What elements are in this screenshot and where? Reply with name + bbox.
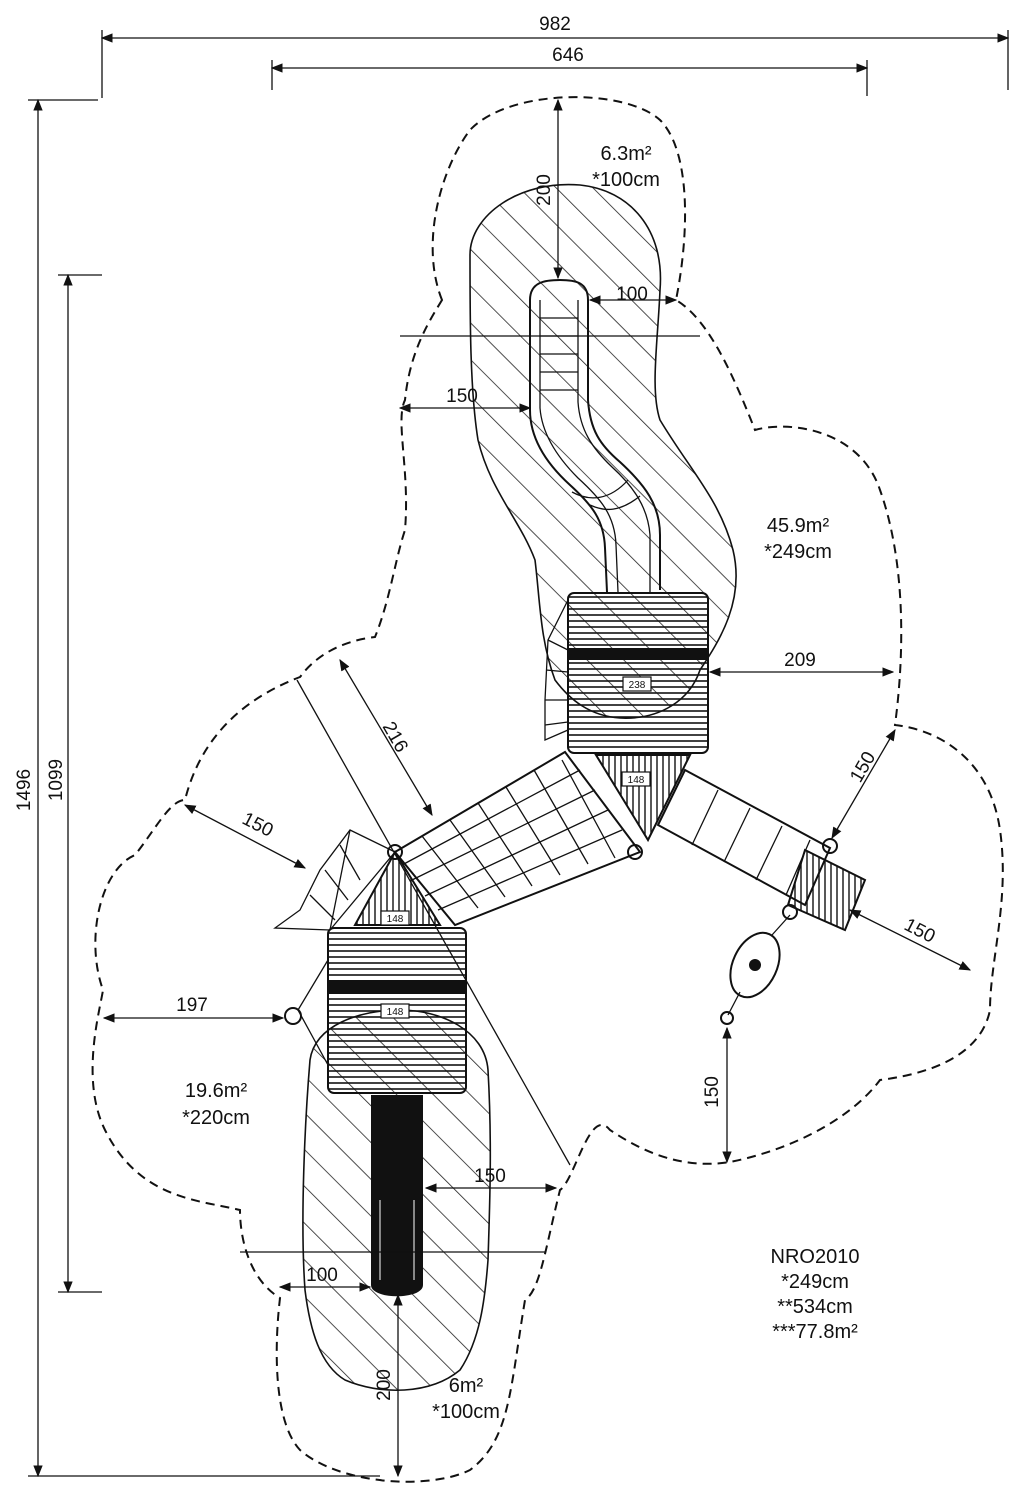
inner-width-dimension: 646 [270,45,869,96]
svg-text:150: 150 [474,1166,506,1187]
dim-right-platform-clearance: 209 [708,650,895,677]
upper-platform: 238 [567,592,709,754]
svg-text:6.3m²: 6.3m² [600,143,651,165]
product-total-area: ***77.8m² [772,1321,858,1343]
rung-walk [656,768,867,932]
overall-width-label: 982 [539,14,571,35]
svg-text:200: 200 [534,174,555,206]
svg-text:148: 148 [628,775,645,786]
dim-top-slide-length: 200 [534,98,563,280]
svg-text:*249cm: *249cm [764,541,832,563]
svg-text:216: 216 [378,718,412,756]
svg-text:200: 200 [374,1369,395,1401]
svg-text:148: 148 [387,1007,404,1018]
svg-text:238: 238 [629,680,646,691]
svg-text:150: 150 [702,1076,723,1108]
dim-right-ladder-clearance: 150 [831,728,896,840]
svg-text:100: 100 [306,1265,338,1286]
inner-width-label: 646 [552,45,584,66]
product-free-space: **534cm [777,1296,853,1318]
overall-height-dimension: 1496 [14,98,380,1478]
svg-text:*100cm: *100cm [592,169,660,191]
bottom-area-label: 6m² *100cm [432,1375,500,1423]
overall-width-dimension: 982 [100,14,1010,98]
net-bridge [387,750,643,927]
upper-roof-triangle: 148 [594,754,692,843]
upper-platform-tag [622,676,652,692]
svg-text:209: 209 [784,650,816,671]
left-platform: 148 [284,927,467,1094]
main-area-label: 45.9m² *249cm [764,515,832,563]
dim-top-slide-width: 100 [400,284,700,337]
svg-text:150: 150 [846,748,880,786]
svg-text:19.6m²: 19.6m² [185,1080,248,1102]
svg-text:197: 197 [176,995,208,1016]
top-area-label: 6.3m² *100cm [592,143,660,191]
svg-text:45.9m²: 45.9m² [767,515,830,537]
dim-left-platform-clearance: 197 [102,995,285,1023]
bottom-tube-slide [371,1095,423,1297]
svg-text:*100cm: *100cm [432,1401,500,1423]
dim-top-left-clearance: 150 [398,386,532,413]
left-area-label: 19.6m² *220cm [182,1080,250,1129]
dim-bottom-slide-clearance: 150 [240,1166,558,1253]
left-roof-triangle: 148 [353,850,442,926]
safety-area-outline [91,96,1004,1483]
dim-bottom-slide-length: 200 [374,1293,403,1478]
svg-text:100: 100 [616,284,648,305]
dim-right-bottom-clearance: 150 [848,909,972,971]
svg-text:150: 150 [901,915,939,948]
product-code: NRO2010 [771,1246,860,1268]
product-info: NRO2010 *249cm **534cm ***77.8m² [771,1246,860,1343]
svg-text:*220cm: *220cm [182,1107,250,1129]
swing-seat [720,914,791,1025]
dim-bottom-slide-width: 100 [278,1265,372,1292]
inner-height-label: 1099 [46,759,67,801]
upper-climbing-net [544,599,569,741]
dim-left-net-clearance: 150 [183,804,307,869]
overall-height-label: 1496 [14,769,35,811]
svg-text:6m²: 6m² [449,1375,484,1397]
dim-swing-clearance: 150 [702,1026,732,1164]
top-wavy-slide [529,278,661,593]
svg-text:148: 148 [387,914,404,925]
inner-height-dimension: 1099 [46,273,102,1294]
svg-text:150: 150 [446,386,478,407]
product-fall-height: *249cm [781,1271,849,1293]
